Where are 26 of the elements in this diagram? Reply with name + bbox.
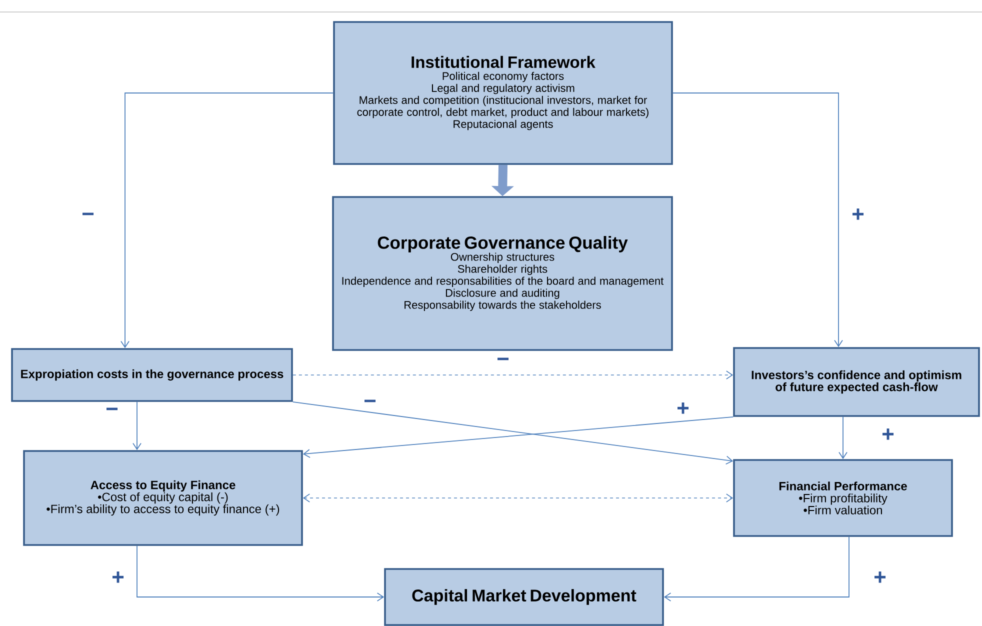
- framework-box: Institutional Framework Political economy factors Legal and regulatory activism Markets and competition (institucional investors, market for corporate control, debt market, product and labour markets) Reputacional agents: [333, 21, 673, 165]
- arrow: [838, 416, 848, 460]
- edge-label: −: [498, 358, 509, 360]
- arrow: [664, 536, 850, 602]
- edge-label: −: [106, 408, 118, 410]
- finance-box: Access to Equity Finance •Cost of equity capital (-) •Firm’s ability to access to equity finance (+): [23, 450, 303, 546]
- edge-label: +: [852, 208, 864, 220]
- performance-box: Financial Performance •Firm profitability •Firm valuation: [733, 459, 953, 537]
- cost-box: Expropiation costs in the governance process: [11, 348, 293, 402]
- arrow: [292, 370, 734, 380]
- arrow: [120, 92, 334, 348]
- arrow: [132, 401, 142, 450]
- arrow: [136, 545, 384, 602]
- governance-box: Corporate Governance Quality Ownership structures Shareholder rights Independence and responsabilities of the board and management Disclosure and auditing Responsability towards the stakeholders: [332, 196, 673, 351]
- arrow: [302, 416, 734, 458]
- arrow: [292, 401, 734, 465]
- edge-label: +: [112, 572, 124, 583]
- edge-label: +: [874, 572, 886, 583]
- confidence-box: Investors’s confidence and optimism of future expected cash-flow: [733, 347, 980, 417]
- edge-label: −: [82, 212, 94, 216]
- arrow: [302, 494, 734, 502]
- arrow: [672, 92, 843, 348]
- edge-label: +: [882, 428, 894, 440]
- development-box: Capital Market Development: [384, 568, 664, 626]
- edge-label: −: [364, 400, 376, 402]
- edge-label: +: [678, 402, 689, 414]
